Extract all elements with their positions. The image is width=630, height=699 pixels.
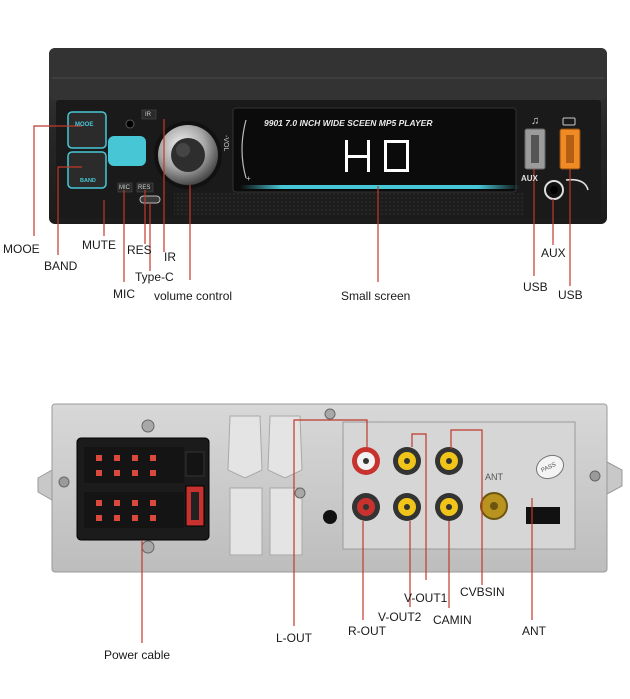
label-type-c: Type-C: [135, 270, 174, 284]
ir-button-text: IR: [145, 112, 151, 118]
label-ant: ANT: [522, 624, 546, 638]
label-mute: MUTE: [82, 238, 116, 252]
screw-bottom: [141, 540, 155, 554]
screen-display-text: HO: [340, 140, 342, 154]
model-text: 9901 7.0 INCH WIDE SCEEN MP5 PLAYER: [264, 118, 433, 128]
ant-panel-text: ANT: [485, 472, 503, 482]
band-button-text: BAND: [80, 178, 96, 184]
label-band: BAND: [44, 259, 78, 273]
mode-button-text: MOOE: [75, 122, 94, 128]
label-camin: CAMIN: [433, 613, 472, 627]
label-v-out1: V-OUT1: [404, 591, 448, 605]
mic-hole: [117, 182, 133, 193]
display-panel: [232, 107, 517, 193]
label-r-out: R-OUT: [348, 624, 386, 638]
volume-plus-text: +: [246, 174, 251, 183]
label-cvbsin: CVBSIN: [460, 585, 505, 599]
label-res: RES: [127, 243, 152, 257]
front-grille: [174, 193, 524, 215]
front-leader-lines: [33, 119, 571, 286]
mic-button-text: MIC: [119, 185, 130, 191]
type-c-port: [139, 195, 161, 204]
display-glow-bar: [240, 185, 520, 189]
label-l-out: L-OUT: [276, 631, 312, 645]
ir-label-box: [141, 109, 157, 120]
label-v-out2: V-OUT2: [378, 610, 422, 624]
rca-plate: [342, 421, 576, 550]
screen-led-strip: [108, 136, 146, 166]
label-usb-right: USB: [558, 288, 583, 302]
label-usb-left: USB: [523, 280, 548, 294]
res-button-text: RES: [138, 185, 151, 191]
label-small-screen: Small screen: [341, 289, 411, 303]
ir-sensor: [125, 119, 135, 129]
rear-slot: [526, 507, 560, 524]
screw-top: [141, 419, 155, 433]
svg-text:♫: ♫: [531, 115, 539, 127]
aux-panel-text: AUX: [521, 174, 538, 183]
mode-button: [67, 111, 107, 149]
mic-jack-rear: [323, 510, 337, 524]
label-aux: AUX: [541, 246, 566, 260]
label-ir: IR: [164, 250, 176, 264]
rca-jacks: [352, 447, 463, 521]
band-button: [67, 151, 107, 189]
label-power-cable: Power cable: [104, 648, 171, 662]
qc-stamp: [535, 454, 565, 480]
volume-minus-text: -VOL: [222, 135, 229, 152]
label-mic: MIC: [113, 287, 135, 301]
label-mode: MOOE: [3, 242, 40, 256]
back-leader-lines: [141, 419, 533, 643]
label-volume-control: volume control: [154, 289, 233, 303]
